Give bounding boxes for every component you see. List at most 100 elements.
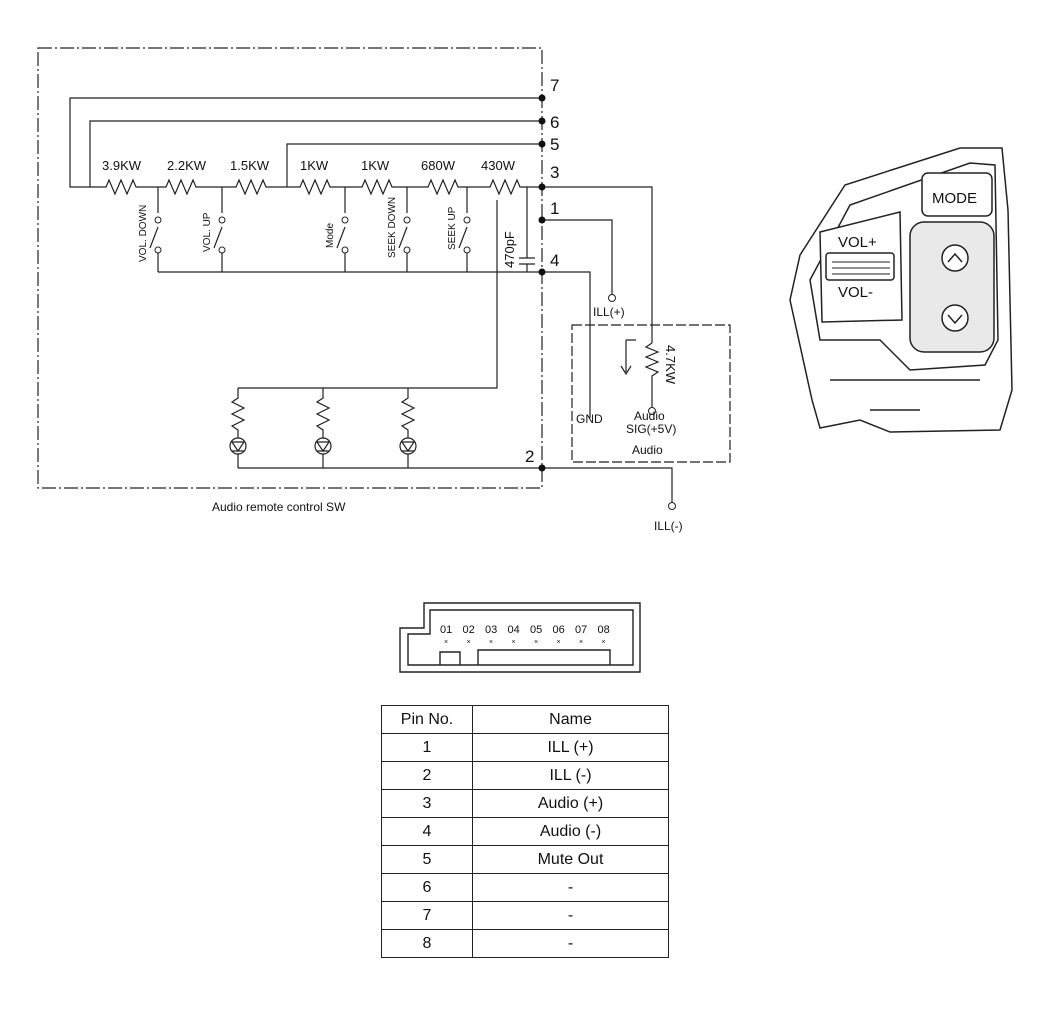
connector-face xyxy=(399,602,641,673)
wire-ill-minus xyxy=(237,454,673,503)
terminal-dot-7 xyxy=(538,94,546,102)
audio-unit-label: Audio xyxy=(632,443,663,457)
mode-button xyxy=(921,172,993,217)
terminal-dot-6 xyxy=(538,117,546,125)
pin-number: 3 xyxy=(381,789,473,818)
mode-button-label: MODE xyxy=(932,190,977,207)
led-resistor-1 xyxy=(230,388,246,438)
seek-rocker xyxy=(909,221,995,353)
switch-contact xyxy=(154,216,162,224)
pin-number: 6 xyxy=(381,873,473,902)
wire-audio-plus xyxy=(542,186,653,343)
resistor-label: 430W xyxy=(481,158,516,173)
pin-name: - xyxy=(472,873,669,902)
switch-label: VOL. UP xyxy=(202,212,213,252)
switch-contact xyxy=(403,246,411,254)
pin-number: 4 xyxy=(381,817,473,846)
terminal-label-3: 3 xyxy=(550,163,559,182)
switch-contact xyxy=(403,216,411,224)
vol-up-label: VOL+ xyxy=(838,234,877,251)
table-row: 6- xyxy=(381,873,669,902)
pin-number: 1 xyxy=(381,733,473,762)
switch-label: SEEK DOWN xyxy=(387,197,398,258)
switch-label: Mode xyxy=(325,223,336,248)
connector-pin-label: 07 xyxy=(575,624,587,636)
table-header-row: Pin No. Name xyxy=(381,705,669,734)
connector-pin-mark: × xyxy=(557,639,561,646)
switch-label: SEEK UP xyxy=(447,206,458,250)
ill-minus-connector xyxy=(668,502,676,510)
ill-plus-label: ILL(+) xyxy=(593,305,625,319)
capacitor-label: 470pF xyxy=(502,231,517,268)
switch-contact xyxy=(341,216,349,224)
wire-terminal-5 xyxy=(286,143,542,187)
terminal-dot-3 xyxy=(538,183,546,191)
terminal-dot-4 xyxy=(538,268,546,276)
connector-pin-mark: × xyxy=(444,639,448,646)
connector-pin-label: 02 xyxy=(463,624,475,636)
vol-down-label: VOL- xyxy=(838,284,873,301)
connector-pin-label: 03 xyxy=(485,624,497,636)
resistor-label: 680W xyxy=(421,158,456,173)
wiring-schematic: 7 6 5 3 1 4 2 3.9KW 2.2KW 1.5KW 1KW 1KW … xyxy=(37,47,1013,673)
connector-pin-mark: × xyxy=(467,639,471,646)
ill-plus-connector xyxy=(608,294,616,302)
audio-resistor xyxy=(644,342,660,408)
pin-name: Audio (+) xyxy=(472,789,669,818)
switch-contact xyxy=(218,216,226,224)
pin-name: ILL (+) xyxy=(472,733,669,762)
pin-name: Audio (-) xyxy=(472,817,669,846)
column-header-name: Name xyxy=(472,705,669,734)
audio-unit-box xyxy=(571,324,731,463)
pin-name: Mute Out xyxy=(472,845,669,874)
terminal-dot-2 xyxy=(538,464,546,472)
resistor-label: 2.2KW xyxy=(167,158,207,173)
connector-pin-label: 06 xyxy=(553,624,565,636)
switch-contact xyxy=(341,246,349,254)
terminal-label-2: 2 xyxy=(525,447,534,466)
pin-number: 5 xyxy=(381,845,473,874)
wire-terminal-6 xyxy=(89,120,542,187)
table-row: 7- xyxy=(381,901,669,930)
resistor-ladder xyxy=(98,178,542,196)
steering-switch-unit xyxy=(789,147,1013,433)
connector-pin-mark: × xyxy=(489,639,493,646)
switch-box-label: Audio remote control SW xyxy=(212,500,346,514)
connector-pin-mark: × xyxy=(602,639,606,646)
led-resistor-3 xyxy=(400,388,416,438)
connector-pin-mark: × xyxy=(512,639,516,646)
wire-gnd xyxy=(542,271,591,418)
wire-led-feed xyxy=(238,200,498,389)
switch-seek-down xyxy=(398,187,408,272)
switch-contact xyxy=(463,246,471,254)
audio-resistor-label: 4.7KW xyxy=(663,345,678,385)
led-resistor-2 xyxy=(315,388,331,438)
capacitor-470pf xyxy=(519,187,535,272)
connector-pin-label: 08 xyxy=(598,624,610,636)
switch-contact xyxy=(218,246,226,254)
terminal-label-1: 1 xyxy=(550,199,559,218)
connector-pin-mark: × xyxy=(579,639,583,646)
switch-label: VOL. DOWN xyxy=(138,205,149,262)
switch-contact xyxy=(154,246,162,254)
terminal-label-5: 5 xyxy=(550,135,559,154)
pin-number: 7 xyxy=(381,901,473,930)
seek-down-icon xyxy=(941,304,969,332)
wire-terminal-7 xyxy=(69,97,542,188)
arrow-symbol xyxy=(620,339,636,376)
resistor-label: 1KW xyxy=(300,158,329,173)
connector-pin-label: 01 xyxy=(440,624,452,636)
gnd-label: GND xyxy=(576,412,603,426)
resistor-label: 1KW xyxy=(361,158,390,173)
connector-pin-label: 05 xyxy=(530,624,542,636)
pin-name: - xyxy=(472,929,669,958)
switch-mode xyxy=(336,187,346,272)
switch-contact xyxy=(463,216,471,224)
terminal-label-6: 6 xyxy=(550,113,559,132)
